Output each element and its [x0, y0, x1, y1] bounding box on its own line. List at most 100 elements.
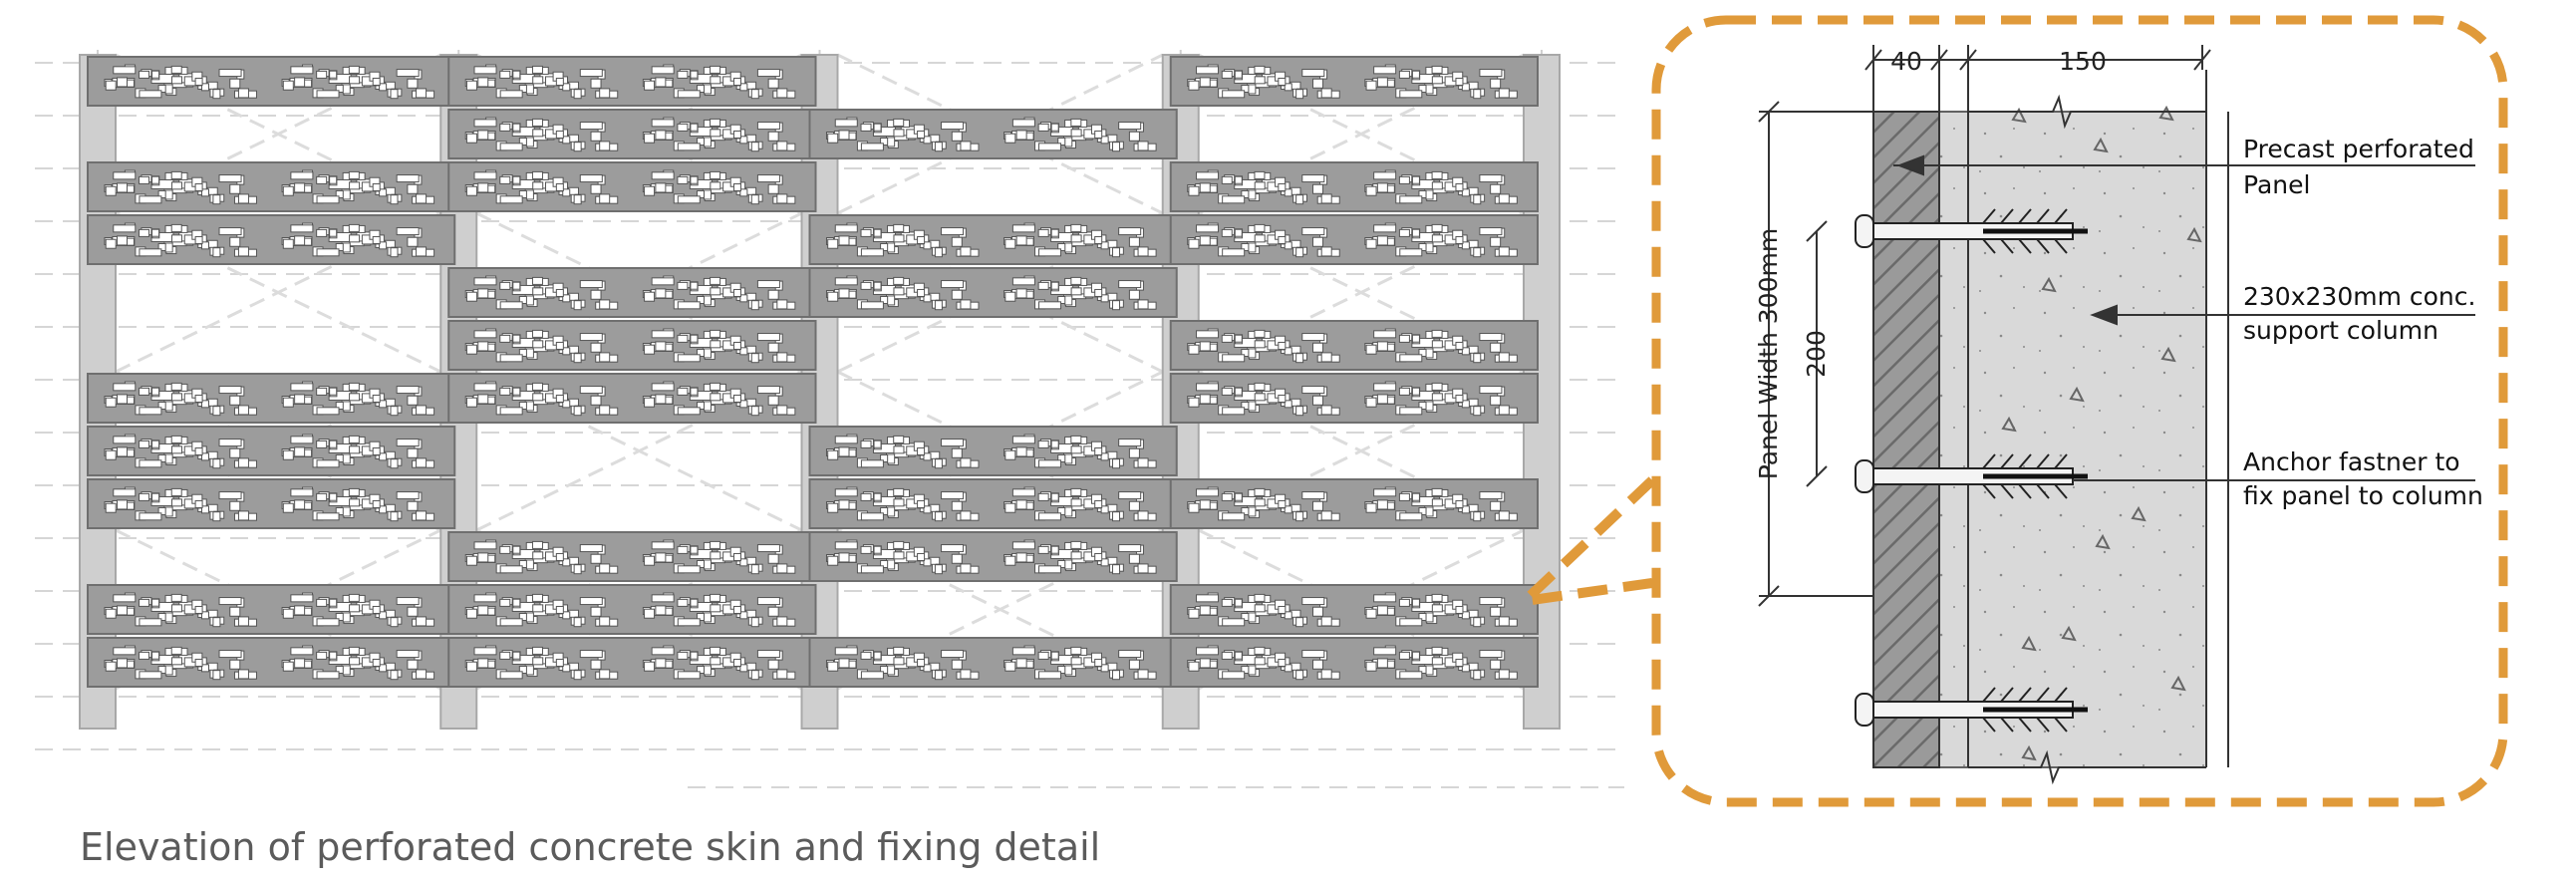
- perforation: [477, 658, 489, 669]
- perforation: [113, 436, 137, 444]
- panel-body: [808, 109, 1178, 159]
- anchor-fin: [2018, 687, 2032, 733]
- perforation: [1011, 436, 1035, 444]
- perforation: [1399, 407, 1423, 416]
- perforation: [1473, 194, 1482, 205]
- perforation: [1431, 329, 1443, 338]
- perforation: [329, 598, 338, 607]
- perforation: [1376, 605, 1388, 616]
- perforation: [200, 505, 209, 514]
- perforation: [1490, 395, 1502, 406]
- perforation: [290, 224, 314, 233]
- perforation: [756, 650, 780, 659]
- perforation: [290, 436, 314, 444]
- perforation: [1100, 294, 1109, 303]
- perforation: [342, 189, 351, 200]
- perforation: [499, 565, 523, 574]
- perforation: [644, 291, 656, 302]
- perforation: [1284, 188, 1292, 197]
- perforation: [113, 594, 137, 603]
- perforation: [1320, 510, 1332, 521]
- perforation: [1399, 354, 1423, 363]
- perforation: [960, 510, 972, 521]
- perforated-panel: [808, 214, 1178, 265]
- perforation: [1320, 405, 1332, 416]
- perforation: [170, 498, 182, 507]
- perforation: [1461, 505, 1470, 514]
- dimension-panel-width: Panel Width 300mm: [1754, 228, 1783, 479]
- perforation: [1038, 671, 1062, 680]
- panel-body: [87, 214, 456, 265]
- perforation: [934, 142, 943, 152]
- perforation: [329, 387, 338, 396]
- perforation: [1004, 555, 1016, 566]
- perforation: [756, 597, 780, 606]
- label-anchor-fastener-line1: Anchor fastner to: [2243, 447, 2460, 476]
- perforation: [465, 555, 477, 566]
- perforation: [416, 669, 428, 680]
- perforation: [1278, 235, 1287, 244]
- perforation: [282, 661, 294, 672]
- perforation: [499, 618, 523, 627]
- perforation: [372, 235, 381, 244]
- perforated-panels: [87, 56, 1539, 688]
- perforation: [923, 241, 932, 250]
- perforation: [951, 500, 963, 511]
- perforation: [329, 440, 338, 448]
- perforation: [767, 553, 779, 564]
- perforation: [416, 88, 428, 99]
- perforated-panel: [87, 214, 456, 265]
- perforation: [164, 612, 173, 623]
- perforation: [1037, 651, 1049, 660]
- perforation: [512, 387, 521, 396]
- perforation: [1399, 90, 1423, 99]
- perforation: [677, 70, 689, 79]
- perforation: [1376, 394, 1388, 405]
- perforation: [294, 605, 306, 616]
- perforation: [1221, 175, 1233, 184]
- perforation: [732, 658, 741, 667]
- perforation: [941, 439, 965, 447]
- perforation: [579, 386, 603, 395]
- perforation: [1070, 129, 1082, 138]
- perforation: [1254, 234, 1266, 243]
- perforation: [827, 449, 839, 460]
- perforation: [1038, 565, 1062, 574]
- perforation: [776, 352, 788, 363]
- perforation: [1365, 80, 1377, 91]
- perforation: [1222, 90, 1246, 99]
- perforation: [1398, 175, 1410, 184]
- perforation: [1050, 492, 1059, 501]
- perforation: [316, 440, 328, 448]
- perforation: [531, 170, 543, 179]
- perforation: [562, 347, 571, 356]
- perforation: [1070, 540, 1082, 549]
- perforation: [573, 89, 582, 100]
- perforation: [893, 646, 905, 655]
- perforated-panel: [87, 584, 456, 635]
- perforation: [316, 90, 340, 99]
- perforation: [1015, 552, 1027, 563]
- perforation: [170, 435, 182, 443]
- perforation: [396, 386, 420, 395]
- perforation: [1234, 175, 1243, 184]
- perforation: [139, 70, 150, 79]
- perforation: [834, 119, 858, 128]
- perforation: [710, 657, 721, 666]
- panel-body: [1169, 56, 1539, 107]
- perforation: [917, 658, 926, 667]
- perforation: [1094, 130, 1103, 139]
- perforation: [1284, 505, 1292, 514]
- anchor-fin: [2000, 208, 2014, 254]
- perforation: [710, 76, 721, 85]
- perforated-panel: [1169, 214, 1539, 265]
- perforation: [838, 658, 850, 669]
- perforation: [499, 651, 511, 660]
- perforation: [1070, 223, 1082, 232]
- perforation: [316, 598, 328, 607]
- perforation: [1425, 189, 1434, 200]
- perforation: [1490, 78, 1502, 89]
- panel-body: [447, 56, 817, 107]
- perforation: [1278, 499, 1287, 508]
- perforation: [329, 228, 338, 237]
